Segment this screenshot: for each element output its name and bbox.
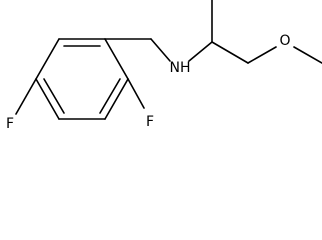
ring-bond-lower-left-inner — [43, 78, 65, 114]
ring-bond-lower-left — [35, 78, 60, 120]
bond-ch2-to-nh — [150, 38, 171, 62]
atom-label-amine: NH — [170, 60, 191, 76]
ring-bond-upper-left — [35, 38, 60, 80]
bond-oxygen-to-methyl — [293, 46, 322, 64]
bond-ring-to-fluorine-ortho — [127, 78, 145, 109]
benzene-ring — [35, 38, 129, 120]
chemical-structure-diagram: F F NH O — [6, 0, 322, 132]
bond-ch2-to-oxygen — [247, 46, 277, 64]
bond-ch-to-ch2 — [211, 41, 249, 64]
ring-bond-lower-right — [104, 78, 129, 120]
ring-bond-upper-right — [104, 38, 129, 80]
atom-label-fluorine-ortho: F — [146, 114, 154, 130]
bond-nh-to-ch — [188, 41, 213, 62]
bond-ring-to-fluorine-para — [15, 78, 37, 115]
ring-bond-lower-right-inner — [99, 78, 121, 114]
atom-label-fluorine-para: F — [6, 116, 14, 132]
atom-label-ether-oxygen: O — [279, 33, 290, 49]
